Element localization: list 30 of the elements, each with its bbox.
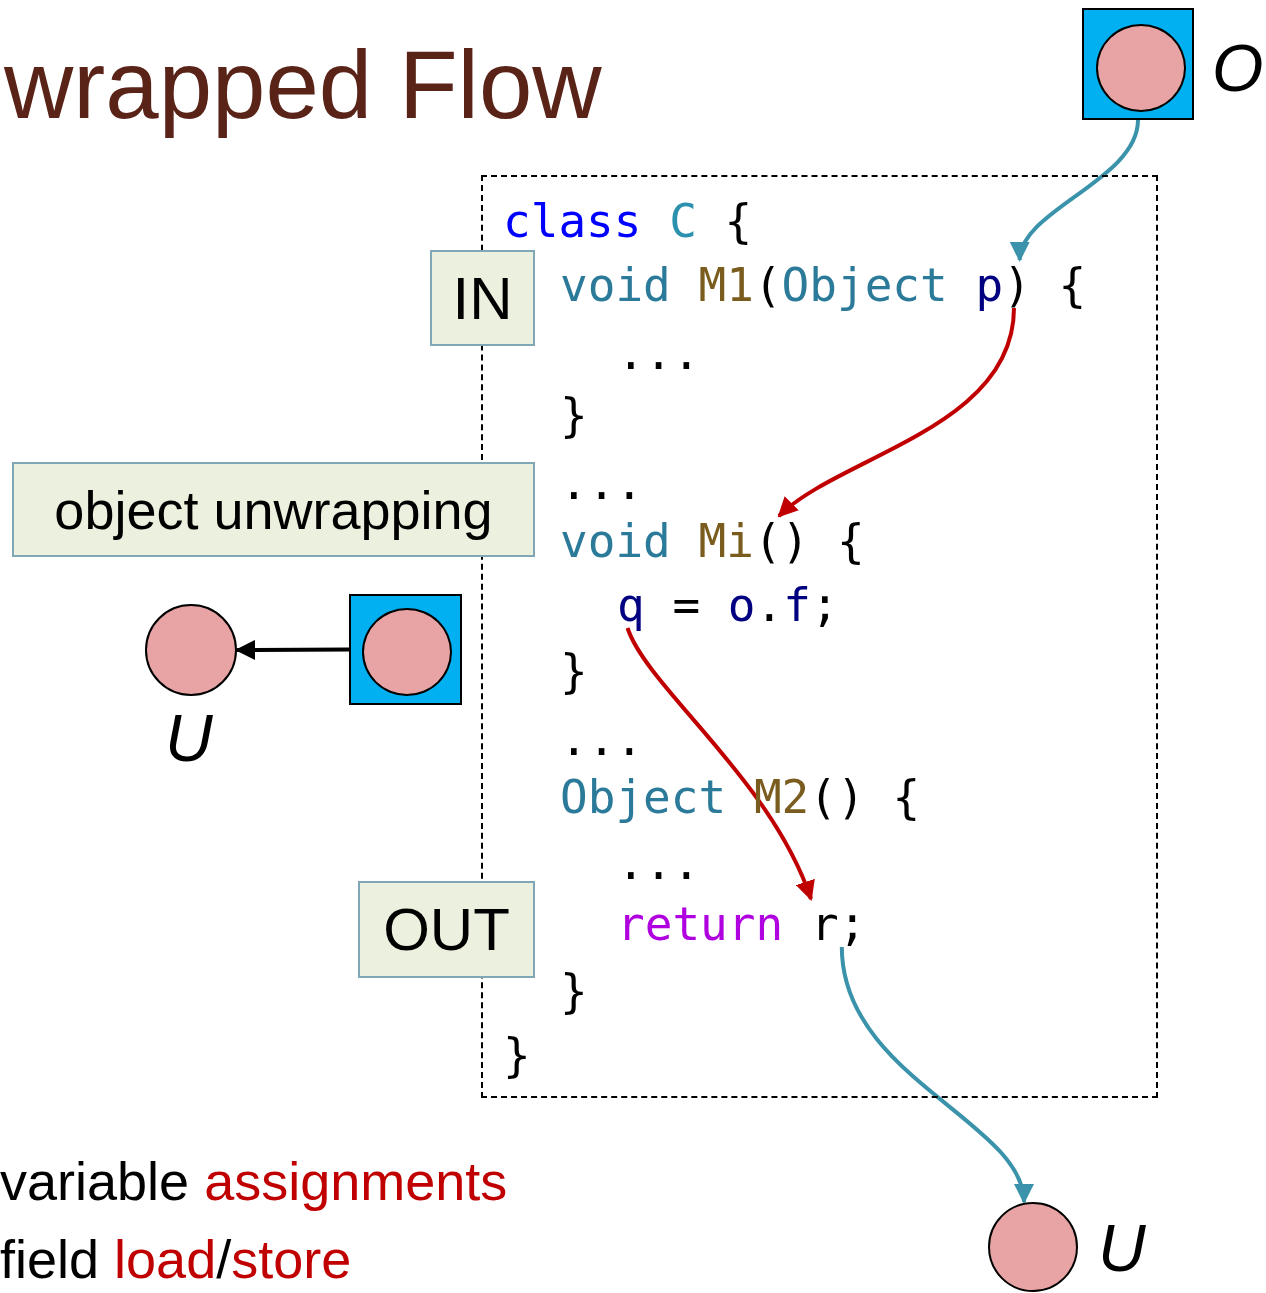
object-label: U — [1098, 1210, 1146, 1286]
stage-label: OUT — [358, 881, 535, 978]
code-line: } — [503, 1032, 563, 1080]
code-line: void M1(Object p) { — [560, 262, 1130, 310]
object-label: O — [1212, 30, 1264, 106]
arrow — [777, 307, 1016, 518]
arrow — [625, 627, 814, 901]
title: wrapped Flow — [4, 30, 602, 140]
code-line: ... — [617, 840, 737, 888]
legend-text: variable assignments — [0, 1150, 508, 1212]
legend-text: field load/store — [0, 1228, 352, 1290]
object-label: U — [165, 700, 213, 776]
stage-label: object unwrapping — [12, 462, 535, 557]
arrow — [235, 639, 349, 660]
code-line: Object M2() { — [560, 774, 990, 822]
code-line: ... — [560, 716, 680, 764]
stage-label: IN — [430, 250, 535, 346]
code-line: return r; — [617, 901, 897, 949]
arrow — [839, 946, 1031, 1204]
wrapped-object-box — [1082, 8, 1194, 120]
wrapped-object-box — [349, 594, 462, 705]
code-line: void Mi() { — [560, 518, 900, 566]
code-line: class C { — [503, 198, 803, 246]
code-line: } — [560, 392, 620, 440]
code-line: } — [560, 648, 620, 696]
code-line: } — [560, 968, 620, 1016]
code-line: q = o.f; — [617, 582, 867, 630]
code-line: ... — [617, 330, 737, 378]
code-line: ... — [560, 460, 680, 508]
arrow — [1013, 119, 1140, 262]
